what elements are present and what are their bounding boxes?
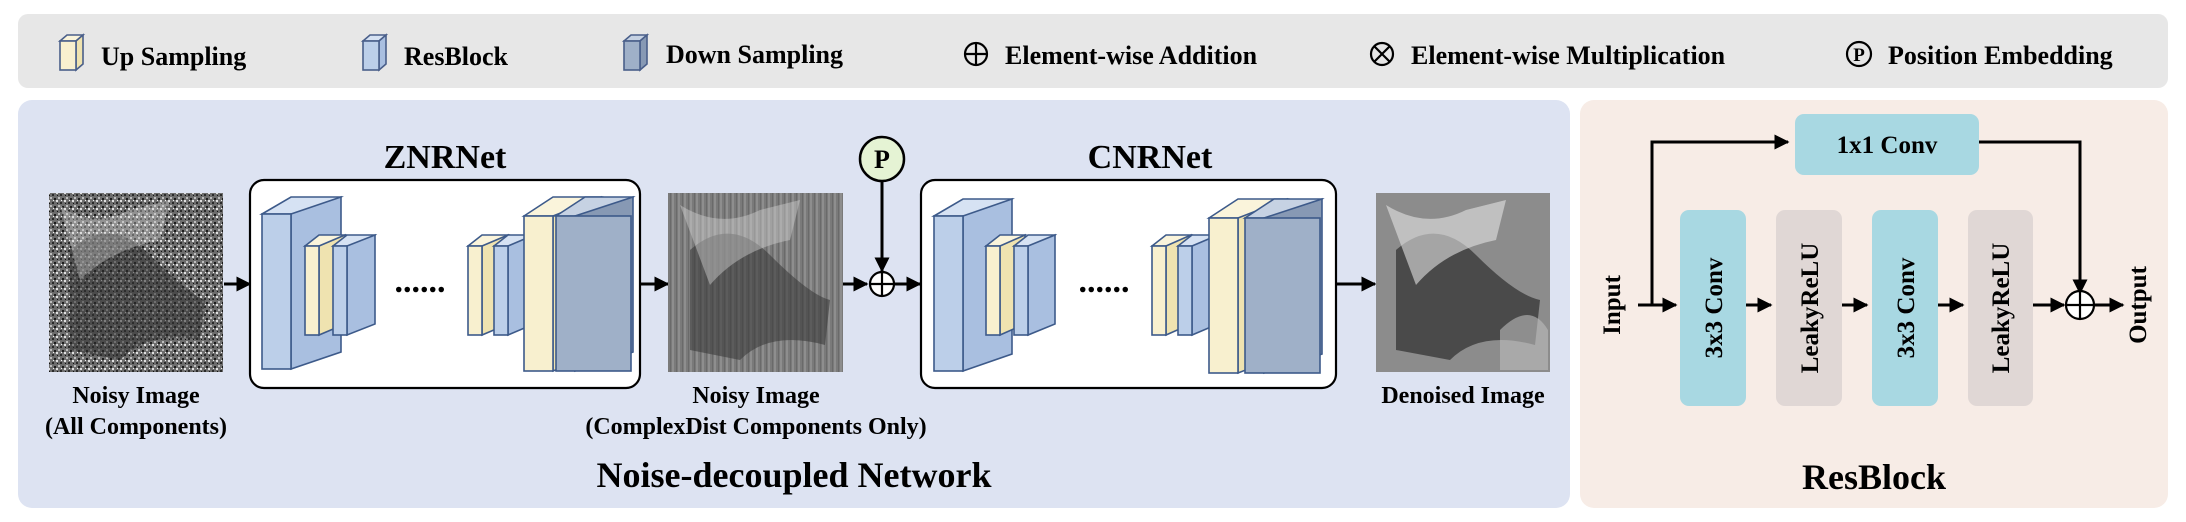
relu2-block <box>1968 210 2033 406</box>
legend-position-embedding-label: Position Embedding <box>1888 41 2113 70</box>
conv2-block <box>1872 210 1938 406</box>
relu1-block <box>1776 210 1842 406</box>
element-wise-multiplication-icon <box>1369 41 1395 67</box>
skip-arrow-to-add <box>1979 140 2088 295</box>
conv1-label: 3x3 Conv <box>1701 257 1728 358</box>
resblock-title: ResBlock <box>1802 457 1946 497</box>
conv1-block <box>1680 210 1746 406</box>
noisy-input-image <box>49 193 223 372</box>
noisy-input-label-2: (All Components) <box>45 414 227 440</box>
legend-position-symbol: P <box>1853 45 1865 66</box>
cnrnet-downsample-2 <box>1242 197 1325 375</box>
network-title: Noise-decoupled Network <box>597 455 992 495</box>
cnrnet-dots: ...... <box>1079 263 1130 300</box>
position-embedding-node: P <box>858 135 906 183</box>
middle-image-label-2: (ComplexDist Components Only) <box>585 414 926 440</box>
middle-image-label-1: Noisy Image <box>692 383 820 409</box>
element-wise-addition-icon <box>963 41 989 67</box>
legend-down-sampling-label: Down Sampling <box>666 40 843 69</box>
skip-1x1-conv-block <box>1795 114 1979 175</box>
conv2-label: 3x3 Conv <box>1893 257 1920 358</box>
resblock-input-label: Input <box>1599 274 1626 334</box>
position-embedding-symbol: P <box>874 145 890 174</box>
relu1-label: LeakyReLU <box>1797 243 1824 374</box>
resblock-addition-node <box>2064 289 2096 321</box>
znrnet-layers: ...... <box>259 195 636 373</box>
position-embedding-icon: P <box>1845 40 1873 68</box>
resblock-output-label: Output <box>2125 265 2152 343</box>
legend-multiplication-label: Element-wise Multiplication <box>1411 41 1726 70</box>
denoised-image-label: Denoised Image <box>1381 383 1545 409</box>
down-sampling-icon <box>621 33 650 72</box>
noise-decoupled-network-panel: Noisy Image (All Components) ZNRNet <box>18 100 1570 508</box>
legend-resblock-label: ResBlock <box>404 42 509 71</box>
resblock-icon <box>360 33 389 72</box>
noisy-input-label-1: Noisy Image <box>72 383 200 409</box>
cnrnet-title: CNRNet <box>1088 139 1213 176</box>
znrnet-dots: ...... <box>395 263 446 300</box>
cnrnet-resblock-2 <box>1011 233 1058 337</box>
znrnet-title: ZNRNet <box>384 139 507 176</box>
legend-background <box>18 14 2168 88</box>
up-sampling-icon <box>57 33 86 72</box>
middle-noisy-image <box>668 193 843 372</box>
znrnet-resblock-2 <box>330 233 378 337</box>
resblock-panel: 1x1 Conv Input 3x3 Conv LeakyReLU 3x3 Co… <box>1580 100 2168 508</box>
skip-1x1-conv-label: 1x1 Conv <box>1837 132 1938 159</box>
legend: Up Sampling ResBlock Down Sampling Eleme… <box>18 14 2168 88</box>
legend-addition-label: Element-wise Addition <box>1005 41 1258 70</box>
cnrnet-layers: ...... <box>931 197 1325 375</box>
denoised-image <box>1376 193 1550 372</box>
znrnet-downsample-2 <box>553 195 636 373</box>
legend-up-sampling-label: Up Sampling <box>101 42 246 71</box>
relu2-label: LeakyReLU <box>1988 243 2015 374</box>
addition-node <box>868 270 896 298</box>
